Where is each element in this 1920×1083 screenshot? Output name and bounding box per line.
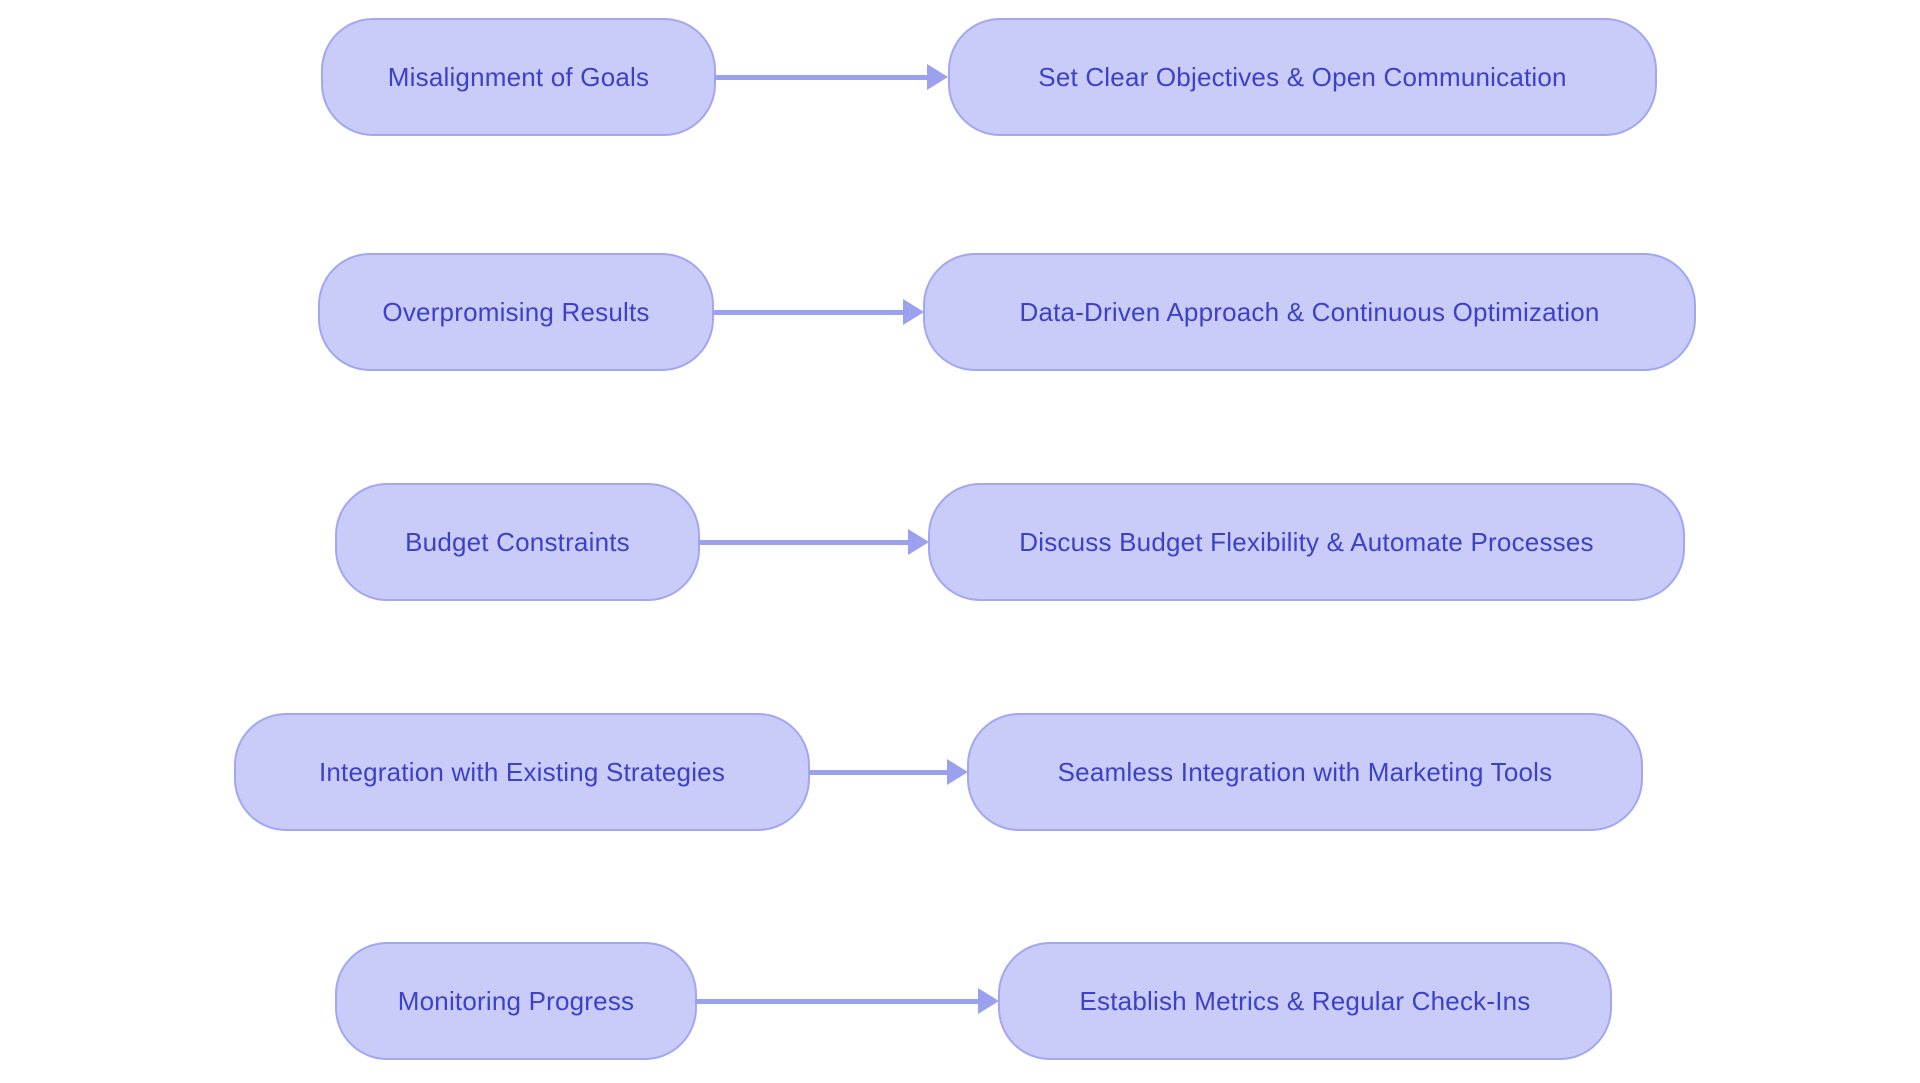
arrow-line-2 bbox=[712, 310, 905, 315]
solution-label-5: Establish Metrics & Regular Check-Ins bbox=[1079, 985, 1531, 1016]
arrow-head-icon-5 bbox=[978, 988, 999, 1014]
solution-node-1: Set Clear Objectives & Open Communicatio… bbox=[948, 18, 1657, 136]
solution-node-5: Establish Metrics & Regular Check-Ins bbox=[998, 942, 1612, 1060]
arrow-head-icon-4 bbox=[947, 759, 968, 785]
solution-node-3: Discuss Budget Flexibility & Automate Pr… bbox=[928, 483, 1685, 601]
challenge-label-1: Misalignment of Goals bbox=[387, 61, 650, 92]
solution-label-1: Set Clear Objectives & Open Communicatio… bbox=[1038, 61, 1567, 92]
challenge-label-3: Budget Constraints bbox=[405, 526, 630, 557]
solution-label-4: Seamless Integration with Marketing Tool… bbox=[1057, 756, 1553, 787]
arrow-head-icon-2 bbox=[903, 299, 924, 325]
arrow-head-icon-3 bbox=[908, 529, 929, 555]
arrow-line-1 bbox=[714, 75, 930, 80]
challenge-node-1: Misalignment of Goals bbox=[321, 18, 716, 136]
solution-node-4: Seamless Integration with Marketing Tool… bbox=[967, 713, 1643, 831]
arrow-line-4 bbox=[808, 770, 949, 775]
challenge-node-3: Budget Constraints bbox=[335, 483, 700, 601]
solution-node-2: Data-Driven Approach & Continuous Optimi… bbox=[923, 253, 1696, 371]
challenge-node-4: Integration with Existing Strategies bbox=[234, 713, 810, 831]
arrow-line-3 bbox=[698, 540, 910, 545]
arrow-head-icon-1 bbox=[927, 64, 948, 90]
challenge-label-5: Monitoring Progress bbox=[397, 985, 635, 1016]
arrow-line-5 bbox=[695, 999, 980, 1004]
challenge-label-4: Integration with Existing Strategies bbox=[318, 756, 726, 787]
solution-label-2: Data-Driven Approach & Continuous Optimi… bbox=[1019, 296, 1600, 327]
challenge-node-5: Monitoring Progress bbox=[335, 942, 697, 1060]
challenge-node-2: Overpromising Results bbox=[318, 253, 714, 371]
challenge-label-2: Overpromising Results bbox=[382, 296, 650, 327]
solution-label-3: Discuss Budget Flexibility & Automate Pr… bbox=[1019, 526, 1594, 557]
